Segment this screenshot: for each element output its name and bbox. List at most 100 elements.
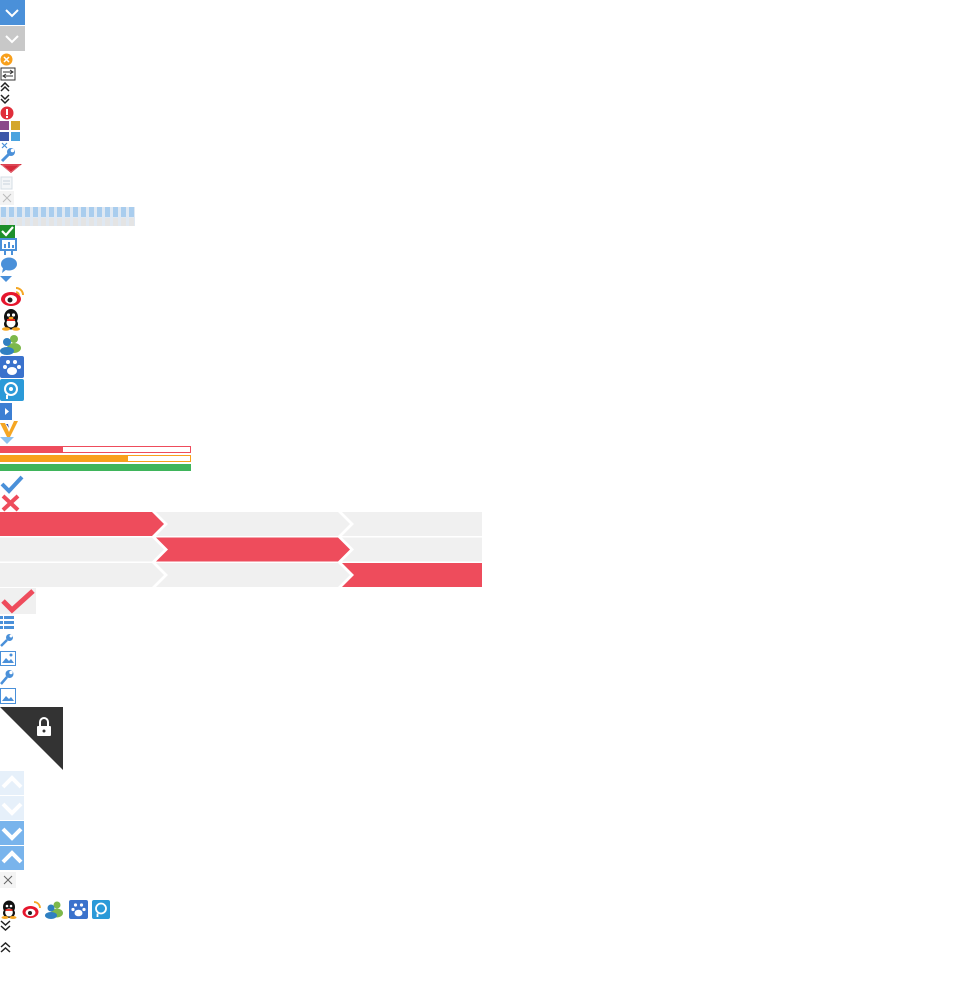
loading-strip bbox=[0, 207, 135, 226]
strip-segment-lower bbox=[25, 218, 30, 226]
progress-orange bbox=[0, 455, 191, 462]
step-2-1 bbox=[0, 537, 164, 562]
lock-icon bbox=[37, 717, 51, 736]
strip-segment bbox=[65, 207, 70, 217]
strip-segment-lower bbox=[113, 218, 118, 226]
strip-segment-lower bbox=[105, 218, 110, 226]
triangle-down-light-icon bbox=[0, 437, 14, 444]
step-progress bbox=[0, 512, 482, 587]
step-2-2 bbox=[156, 537, 350, 562]
wrench-icon bbox=[0, 634, 13, 647]
strip-segment-lower bbox=[73, 218, 78, 226]
arrows-swap-icon bbox=[0, 67, 16, 81]
step-3-1 bbox=[0, 563, 164, 587]
strip-segment bbox=[89, 207, 94, 217]
progress-fill bbox=[1, 456, 128, 461]
strip-segment bbox=[17, 207, 22, 217]
chevron-down-button[interactable] bbox=[0, 0, 25, 25]
chevron-down-gray-button[interactable] bbox=[0, 26, 25, 51]
strip-segment bbox=[113, 207, 118, 217]
strip-segment bbox=[129, 207, 134, 217]
strip-segment-lower bbox=[97, 218, 102, 226]
triangle-down-small-icon bbox=[0, 276, 12, 282]
up-arrow-icon bbox=[1, 850, 23, 864]
down-arrow-button[interactable] bbox=[0, 821, 24, 845]
double-chevron-down-icon[interactable] bbox=[0, 93, 10, 105]
triangle-down-icon bbox=[0, 164, 22, 173]
strip-segment bbox=[57, 207, 62, 217]
strip-segment-lower bbox=[9, 218, 14, 226]
warning-icon bbox=[0, 106, 14, 120]
strip-segment bbox=[121, 207, 126, 217]
close-small-icon[interactable] bbox=[0, 872, 16, 888]
qq-icon[interactable] bbox=[0, 308, 22, 331]
up-arrow-icon bbox=[1, 775, 23, 789]
chevron-down-icon bbox=[5, 9, 19, 18]
down-arrow-icon bbox=[1, 802, 23, 816]
image-icon bbox=[0, 651, 16, 666]
strip-segment-lower bbox=[81, 218, 86, 226]
check-box-icon[interactable] bbox=[0, 225, 15, 238]
step-3-3 bbox=[342, 563, 482, 587]
qq-icon[interactable] bbox=[0, 900, 18, 919]
share-icons bbox=[0, 900, 110, 919]
strip-segment bbox=[33, 207, 38, 217]
image-icon-2 bbox=[0, 688, 16, 704]
check-icon bbox=[0, 475, 24, 494]
double-chevron-up-icon[interactable] bbox=[0, 941, 11, 954]
cross-icon bbox=[1, 494, 20, 512]
baidu-icon[interactable] bbox=[69, 900, 88, 919]
weibo-icon[interactable] bbox=[22, 900, 41, 919]
strip-segment bbox=[9, 207, 14, 217]
strip-segment bbox=[105, 207, 110, 217]
lock-corner[interactable] bbox=[0, 707, 63, 770]
strip-segment bbox=[41, 207, 46, 217]
strip-segment-lower bbox=[89, 218, 94, 226]
up-arrow-light-button[interactable] bbox=[0, 771, 24, 795]
step-1-2 bbox=[156, 512, 350, 536]
strip-segment-lower bbox=[1, 218, 6, 226]
strip-segment bbox=[25, 207, 30, 217]
progress-green bbox=[0, 464, 191, 471]
double-chevron-up-icon[interactable] bbox=[0, 82, 10, 92]
down-arrow-icon bbox=[1, 827, 23, 841]
step-1-1 bbox=[0, 512, 164, 536]
close-icon[interactable] bbox=[0, 191, 14, 205]
strip-segment bbox=[49, 207, 54, 217]
strip-segment-lower bbox=[33, 218, 38, 226]
strip-segment-lower bbox=[129, 218, 134, 226]
baidu-icon[interactable] bbox=[0, 356, 24, 378]
weibo-icon[interactable] bbox=[0, 285, 25, 307]
progress-red bbox=[0, 446, 191, 453]
list-icon[interactable] bbox=[0, 615, 14, 630]
down-arrow-light-button[interactable] bbox=[0, 796, 24, 820]
speech-bubble-icon bbox=[1, 257, 17, 273]
progress-fill bbox=[1, 447, 64, 452]
selected-check bbox=[0, 588, 36, 614]
strip-segment-lower bbox=[65, 218, 70, 226]
msn-icon[interactable] bbox=[45, 900, 65, 919]
double-chevron-down-icon[interactable] bbox=[0, 919, 11, 932]
up-arrow-button[interactable] bbox=[0, 846, 24, 870]
tool-icon bbox=[0, 148, 15, 163]
strip-segment bbox=[1, 207, 6, 217]
strip-segment-lower bbox=[121, 218, 126, 226]
chevron-down-gray-icon bbox=[5, 35, 19, 44]
strip-segment-lower bbox=[57, 218, 62, 226]
pengyou-icon[interactable] bbox=[92, 900, 110, 919]
step-1-3 bbox=[342, 512, 482, 536]
close-circle-icon[interactable] bbox=[0, 53, 13, 66]
strip-segment-lower bbox=[41, 218, 46, 226]
strip-segment bbox=[73, 207, 78, 217]
step-3-2 bbox=[156, 563, 350, 587]
play-icon[interactable] bbox=[0, 403, 12, 420]
strip-segment bbox=[81, 207, 86, 217]
step-2-3 bbox=[342, 537, 482, 562]
msn-icon[interactable] bbox=[0, 333, 23, 355]
pengyou-icon[interactable] bbox=[0, 379, 24, 401]
presentation-icon bbox=[0, 238, 17, 255]
strip-segment-lower bbox=[49, 218, 54, 226]
check-red-icon bbox=[1, 589, 35, 614]
small-close-icon bbox=[1, 142, 8, 149]
strip-segment bbox=[97, 207, 102, 217]
